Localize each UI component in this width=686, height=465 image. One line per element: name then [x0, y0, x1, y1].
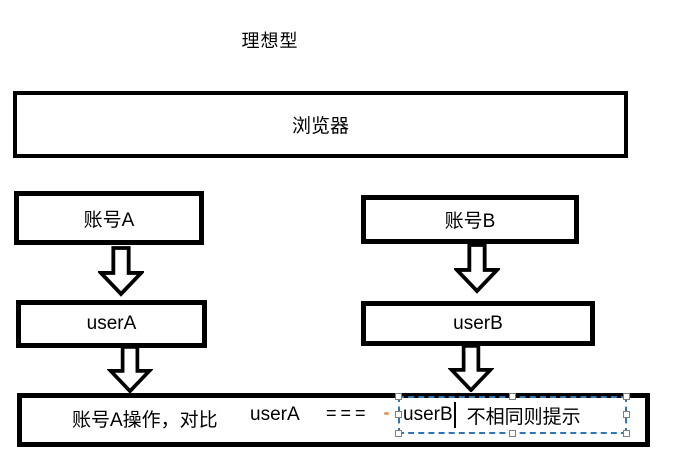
result-left-operand: userA [250, 404, 300, 425]
account-a-node-label: 账号A [83, 209, 135, 231]
result-text-prefix: 账号A操作，对比 [72, 410, 218, 431]
selection-handle-s[interactable] [508, 430, 516, 437]
selection-handle-nw[interactable] [395, 393, 402, 400]
block-down-arrow-icon[interactable] [448, 344, 494, 392]
user-a-node[interactable]: userA [16, 300, 207, 348]
selection-handle-se[interactable] [623, 430, 630, 437]
user-b-node[interactable]: userB [361, 301, 595, 346]
selected-text-box[interactable]: userB 不相同则提示 [395, 393, 630, 437]
user-a-node-label: userA [86, 313, 137, 334]
selected-text: userB [403, 404, 453, 425]
block-down-arrow-icon[interactable] [107, 345, 153, 393]
block-down-arrow-icon[interactable] [454, 242, 500, 294]
stray-mark [384, 412, 389, 415]
strict-equals-operator: === [326, 403, 370, 423]
account-b-node[interactable]: 账号B [361, 195, 579, 244]
selection-handle-sw[interactable] [395, 430, 402, 437]
result-node[interactable] [17, 393, 650, 447]
browser-node-label: 浏览器 [291, 116, 349, 137]
account-a-node[interactable]: 账号A [14, 191, 204, 245]
selection-handle-ne[interactable] [623, 393, 630, 400]
diagram-title: 理想型 [241, 31, 299, 51]
selection-handle-n[interactable] [508, 393, 516, 400]
user-b-node-label: userB [453, 312, 503, 334]
text-caret [453, 402, 456, 428]
selection-handle-w[interactable] [395, 411, 402, 418]
selection-suffix-text: 不相同则提示 [466, 406, 581, 428]
selection-handle-e[interactable] [623, 411, 630, 418]
browser-node[interactable]: 浏览器 [13, 91, 628, 158]
block-down-arrow-icon[interactable] [98, 245, 144, 297]
account-b-node-label: 账号B [444, 211, 496, 232]
